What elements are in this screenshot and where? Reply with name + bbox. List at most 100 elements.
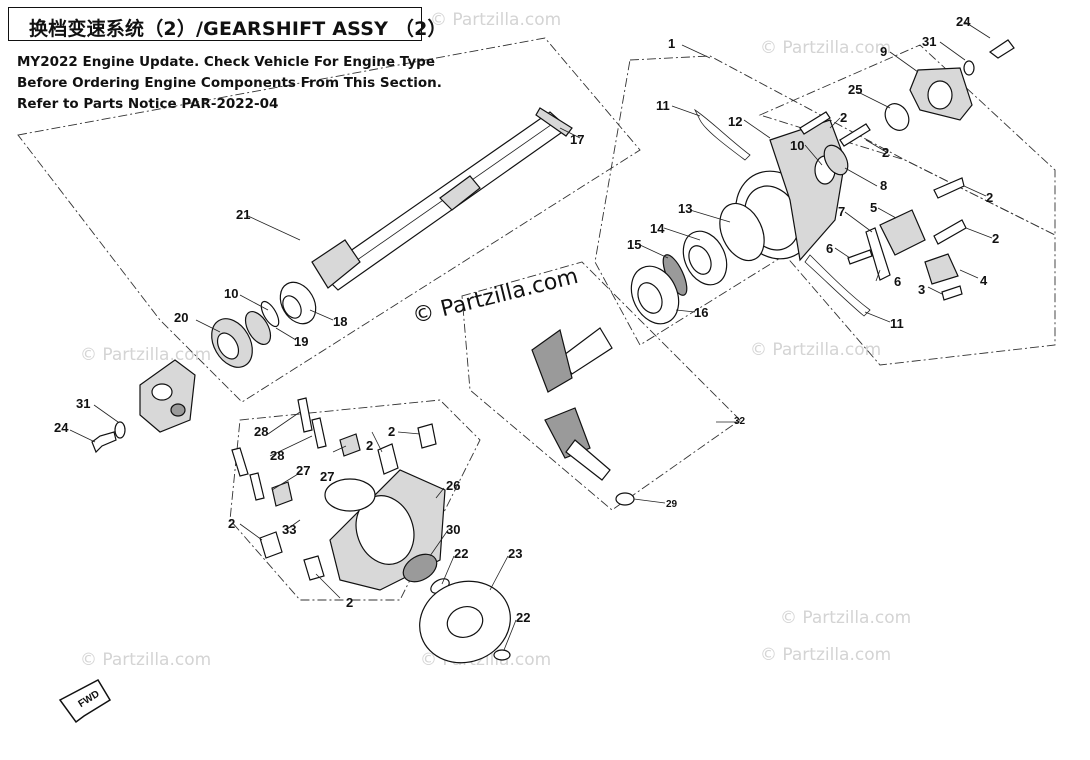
callout-28: 28 bbox=[270, 448, 284, 463]
output-shaft bbox=[311, 107, 573, 291]
callout-7: 7 bbox=[838, 204, 845, 219]
callout-2: 2 bbox=[366, 438, 373, 453]
oil-seal-8 bbox=[823, 144, 849, 176]
callout-10: 10 bbox=[224, 286, 238, 301]
callout-24: 24 bbox=[54, 420, 69, 435]
callout-16: 16 bbox=[694, 305, 708, 320]
callout-14: 14 bbox=[650, 221, 665, 236]
callout-31: 31 bbox=[76, 396, 90, 411]
circlip-10 bbox=[260, 300, 280, 328]
callout-22: 22 bbox=[454, 546, 468, 561]
o-ring-13 bbox=[719, 202, 765, 262]
drive-gear-23 bbox=[419, 580, 511, 664]
notice-line: Before Ordering Engine Components From T… bbox=[17, 75, 442, 91]
callout-5: 5 bbox=[870, 200, 877, 215]
callout-11: 11 bbox=[656, 98, 670, 113]
circlip-22-lower bbox=[493, 649, 511, 661]
watermark: © Partzilla.com bbox=[80, 650, 212, 670]
callout-27: 27 bbox=[296, 463, 310, 478]
oil-seal-20 bbox=[211, 318, 253, 368]
watermark: © Partzilla.com bbox=[80, 345, 212, 365]
clip-11-top bbox=[693, 108, 751, 161]
watermark: © Partzilla.com bbox=[780, 608, 912, 628]
watermark: © Partzilla.com bbox=[430, 10, 562, 30]
callout-12: 12 bbox=[728, 114, 742, 129]
callout-33: 33 bbox=[282, 522, 296, 537]
bearing-18 bbox=[279, 281, 317, 325]
bolt-3 bbox=[941, 285, 963, 301]
callout-3: 3 bbox=[918, 282, 925, 297]
bearing-14 bbox=[682, 230, 728, 286]
watermark: © Partzilla.com bbox=[750, 340, 882, 360]
bolt-2 bbox=[933, 219, 967, 245]
callout-2: 2 bbox=[840, 110, 847, 125]
washer-31-right bbox=[963, 60, 975, 76]
bolt-2 bbox=[377, 443, 399, 475]
bolt-24-right bbox=[988, 39, 1015, 59]
callout-1: 1 bbox=[668, 36, 675, 51]
bolt-28 bbox=[231, 447, 249, 477]
bolt-2 bbox=[259, 531, 283, 559]
left-cover-group-outline bbox=[229, 399, 481, 601]
dowel-27 bbox=[339, 433, 361, 457]
universal-joint-yoke bbox=[139, 359, 196, 433]
housing-group-outline bbox=[594, 55, 1056, 366]
callout-18: 18 bbox=[333, 314, 347, 329]
washer-31-left bbox=[114, 421, 126, 439]
callout-9: 9 bbox=[880, 44, 887, 59]
callout-2: 2 bbox=[992, 231, 999, 246]
callout-15: 15 bbox=[627, 237, 641, 252]
callout-6: 6 bbox=[894, 274, 901, 289]
bolt-2 bbox=[839, 123, 871, 147]
title-box: 换档变速系统（2）/GEARSHIFT ASSY （2） bbox=[8, 7, 447, 41]
diagram-title: 换档变速系统（2）/GEARSHIFT ASSY （2） bbox=[29, 18, 447, 40]
shaft-group-outline bbox=[17, 37, 641, 403]
callout-23: 23 bbox=[508, 546, 522, 561]
callout-26: 26 bbox=[446, 478, 460, 493]
oil-seal-19 bbox=[244, 311, 272, 345]
bolt-2 bbox=[303, 555, 325, 581]
callout-6: 6 bbox=[826, 241, 833, 256]
bearing-25 bbox=[884, 103, 910, 131]
clip-11-bottom bbox=[804, 254, 871, 317]
callout-4: 4 bbox=[980, 273, 988, 288]
callout-32: 32 bbox=[734, 416, 746, 427]
callout-11: 11 bbox=[890, 316, 904, 331]
callout-2: 2 bbox=[986, 190, 993, 205]
callout-labels: 1 24 9 31 25 2 2 10 8 11 12 13 14 15 16 … bbox=[54, 14, 999, 625]
watermark: © Partzilla.com bbox=[760, 38, 892, 58]
bolt-24-left bbox=[91, 431, 117, 454]
callout-20: 20 bbox=[174, 310, 188, 325]
bearing-16 bbox=[630, 265, 680, 325]
bolt-2 bbox=[933, 177, 965, 199]
top-right-group-outline bbox=[758, 44, 1056, 236]
bolt-6 bbox=[847, 249, 873, 265]
flange-9 bbox=[909, 67, 973, 121]
callout-30: 30 bbox=[446, 522, 460, 537]
callout-2: 2 bbox=[882, 145, 889, 160]
callout-19: 19 bbox=[294, 334, 308, 349]
bolt-28 bbox=[311, 417, 327, 449]
bolt-2 bbox=[417, 423, 437, 449]
callout-2: 2 bbox=[346, 595, 353, 610]
notice-line: Refer to Parts Notice PAR-2022-04 bbox=[17, 96, 279, 112]
callout-10: 10 bbox=[790, 138, 804, 153]
shift-sensor bbox=[865, 209, 959, 285]
seal-30 bbox=[402, 553, 438, 583]
bevel-pinion-shaft bbox=[531, 327, 613, 393]
leader-lines bbox=[69, 21, 993, 651]
callout-28: 28 bbox=[254, 424, 268, 439]
callout-27: 27 bbox=[320, 469, 334, 484]
bevel-gear bbox=[544, 407, 611, 481]
callout-31: 31 bbox=[922, 34, 936, 49]
watermark: © Partzilla.com bbox=[760, 645, 892, 665]
bevel-gear-group-outline bbox=[461, 261, 741, 511]
callout-22: 22 bbox=[516, 610, 530, 625]
dowel-27 bbox=[271, 481, 293, 507]
callout-8: 8 bbox=[880, 178, 887, 193]
bolt-28 bbox=[297, 397, 313, 433]
engine-update-notice: MY2022 Engine Update. Check Vehicle For … bbox=[17, 52, 442, 115]
callout-2: 2 bbox=[388, 424, 395, 439]
callout-24: 24 bbox=[956, 14, 971, 29]
